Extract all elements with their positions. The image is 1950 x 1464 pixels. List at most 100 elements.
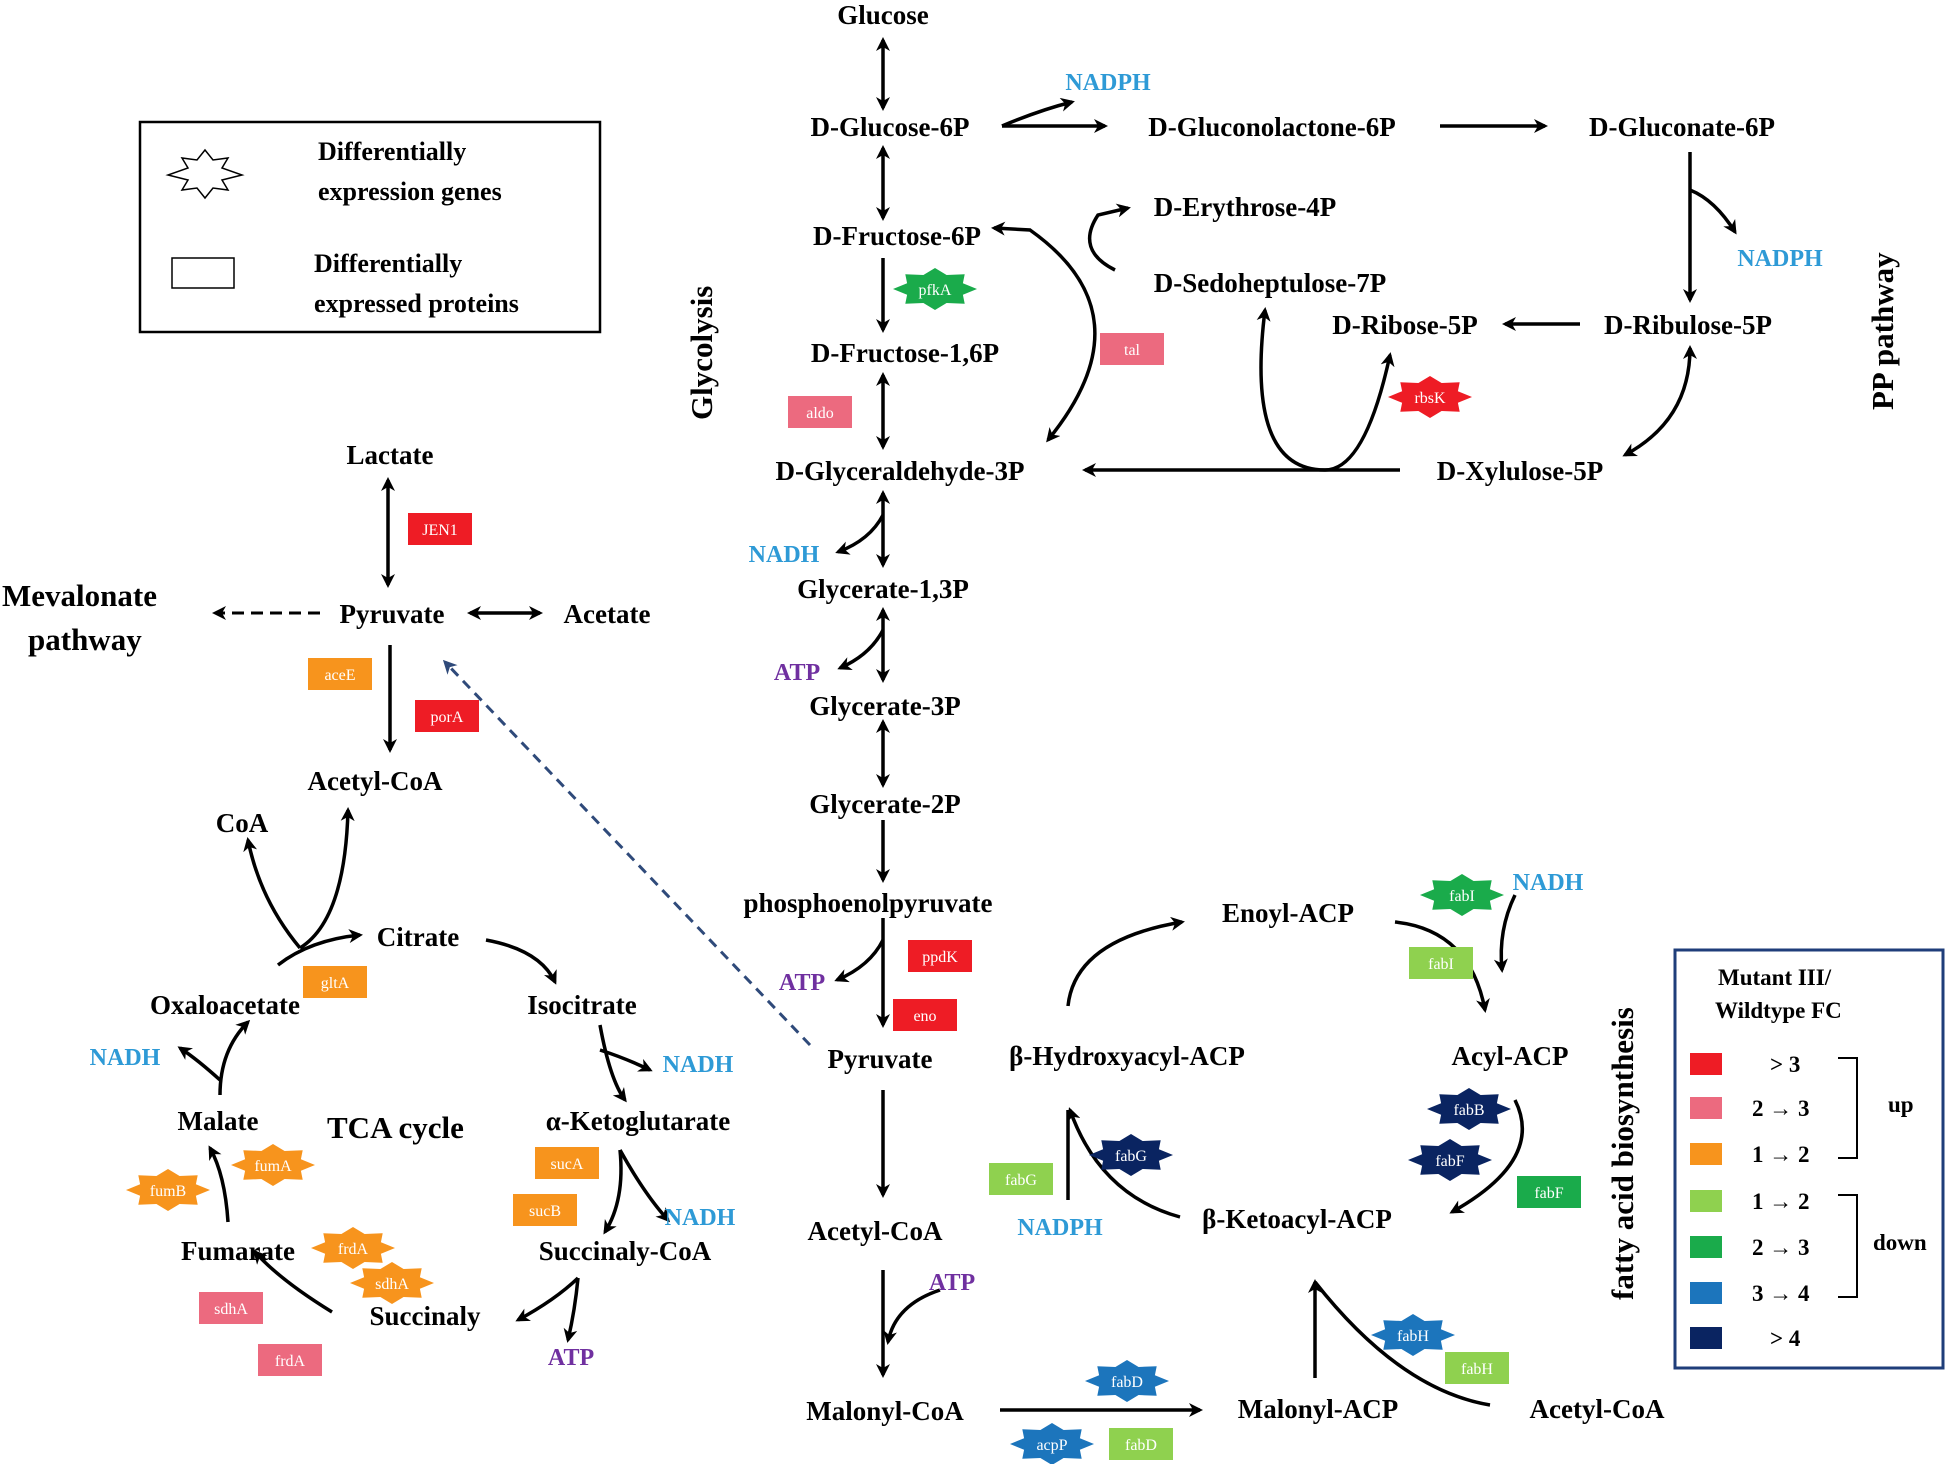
gene-tag-fabF2: fabF <box>1517 1176 1581 1208</box>
fa-biosynthesis-label: fatty acid biosynthesis <box>1605 1007 1640 1300</box>
met-coa: CoA <box>216 808 269 838</box>
met-e4p: D-Erythrose-4P <box>1154 192 1336 222</box>
met-glucose: Glucose <box>837 0 929 30</box>
met-gap: D-Glyceraldehyde-3P <box>776 456 1025 486</box>
gene-tag-fabB: fabB <box>1427 1088 1511 1130</box>
gene-tag-rbsK: rbsK <box>1388 376 1472 418</box>
gene-tag-sdhA1: sdhA <box>350 1262 434 1304</box>
fc-row-2: 2 → 3 <box>1752 1096 1810 1121</box>
glycolysis-label: Glycolysis <box>684 286 719 420</box>
gene-label-fabF2: fabF <box>1534 1185 1563 1202</box>
gene-tag-pfkA: pfkA <box>893 268 977 310</box>
gene-star-fabB <box>1427 1088 1511 1130</box>
met-fumarate: Fumarate <box>181 1236 295 1266</box>
protein-rect-sucB <box>513 1194 577 1226</box>
protein-rect-sdhA2 <box>199 1292 263 1324</box>
met-aketoglutarate: α-Ketoglutarate <box>546 1106 731 1136</box>
met-ru5p: D-Ribulose-5P <box>1604 310 1772 340</box>
cof-atp-2: ATP <box>779 970 825 996</box>
gene-label-porA: porA <box>431 709 464 726</box>
gene-label-frdA1: frdA <box>338 1241 369 1258</box>
gene-tag-aceE: aceE <box>308 658 372 690</box>
gene-star-pfkA <box>893 268 977 310</box>
fc-row-5: 2 → 3 <box>1752 1235 1810 1260</box>
fc-title-l2: Wildtype FC <box>1715 998 1842 1023</box>
pp-pathway-label: PP pathway <box>1865 252 1900 410</box>
gene-tag-gltA: gltA <box>303 966 367 998</box>
gene-star-fabG1 <box>1089 1134 1173 1176</box>
swatch-down-1to2 <box>1690 1190 1722 1212</box>
met-gn6p: D-Gluconate-6P <box>1589 112 1775 142</box>
gene-tag-frdA2: frdA <box>258 1344 322 1376</box>
legend-genes-l1: Differentially <box>318 137 466 166</box>
cof-nadh-5: NADH <box>665 1205 736 1231</box>
swatch-up-2to3 <box>1690 1097 1722 1119</box>
met-g13p: Glycerate-1,3P <box>797 574 969 604</box>
gene-label-fabI1: fabI <box>1449 888 1475 905</box>
met-enoyl-acp: Enoyl-ACP <box>1222 898 1354 928</box>
gene-tag-fumA: fumA <box>231 1144 315 1186</box>
met-acetylcoa-3: Acetyl-CoA <box>1530 1394 1665 1424</box>
gene-label-tal: tal <box>1124 342 1141 359</box>
protein-rect-frdA2 <box>258 1344 322 1376</box>
met-g6p: D-Glucose-6P <box>811 112 970 142</box>
met-citrate: Citrate <box>377 922 459 952</box>
mevalonate-l1: Mevalonate <box>2 578 157 613</box>
met-malonylacp: Malonyl-ACP <box>1238 1394 1398 1424</box>
reaction-arrows <box>177 37 1737 1417</box>
fc-title-l1: Mutant III/ <box>1718 965 1832 990</box>
fc-row-4: 1 → 2 <box>1752 1189 1810 1214</box>
protein-rect-fabD2 <box>1109 1428 1173 1460</box>
gene-label-sucB: sucB <box>529 1203 561 1220</box>
met-malate: Malate <box>178 1106 259 1136</box>
fc-row-3: 1 → 2 <box>1752 1142 1810 1167</box>
gene-tag-fabI1: fabI <box>1420 874 1504 916</box>
gene-tag-fabI2: fabI <box>1409 947 1473 979</box>
gene-star-acpP <box>1010 1423 1094 1464</box>
met-acyl-acp: Acyl-ACP <box>1452 1041 1569 1071</box>
fc-row-1: > 3 <box>1770 1052 1800 1077</box>
fc-legend: Mutant III/ Wildtype FC > 3 2 → 3 1 → 2 … <box>1673 948 1945 1370</box>
gene-label-fumB: fumB <box>150 1183 186 1200</box>
gene-label-pfkA: pfkA <box>919 282 952 299</box>
gene-label-frdA2: frdA <box>275 1353 306 1370</box>
gene-label-aldo: aldo <box>806 405 834 422</box>
fc-down: down <box>1873 1230 1927 1255</box>
gene-star-fabI1 <box>1420 874 1504 916</box>
gene-label-JEN1: JEN1 <box>422 522 458 539</box>
gene-label-aceE: aceE <box>324 667 355 684</box>
gene-label-gltA: gltA <box>321 975 350 992</box>
protein-rect-tal <box>1100 333 1164 365</box>
cof-nadh-4: NADH <box>663 1052 734 1078</box>
swatch-down-2to3 <box>1690 1236 1722 1258</box>
met-lactate: Lactate <box>347 440 434 470</box>
gene-label-fabD2: fabD <box>1125 1437 1157 1454</box>
met-succinalycoa: Succinaly-CoA <box>539 1236 712 1266</box>
cof-nadph-3: NADPH <box>1017 1215 1103 1241</box>
fc-row-6: 3 → 4 <box>1752 1281 1810 1306</box>
gene-label-fabG1: fabG <box>1115 1148 1147 1165</box>
legend-genes-l2: expression genes <box>318 177 502 206</box>
cofactors: NADPH NADPH NADPH NADH NADH NADH NADH NA… <box>90 70 1823 1371</box>
met-ketoacyl-acp: β-Ketoacyl-ACP <box>1202 1204 1392 1234</box>
gene-label-fabD1: fabD <box>1111 1374 1143 1391</box>
met-acetylcoa-1: Acetyl-CoA <box>308 766 443 796</box>
met-isocitrate: Isocitrate <box>527 990 636 1020</box>
gene-label-acpP: acpP <box>1036 1437 1067 1454</box>
gene-star-fabH1 <box>1371 1314 1455 1356</box>
gene-tag-fabH2: fabH <box>1445 1352 1509 1384</box>
mevalonate-l2: pathway <box>28 622 142 657</box>
gene-label-ppdK: ppdK <box>922 949 958 966</box>
cof-nadph-2: NADPH <box>1737 246 1823 272</box>
gene-tags: pfkAtalaldorbsKppdKenoJEN1aceEporAgltAsu… <box>126 268 1581 1464</box>
gene-tag-fumB: fumB <box>126 1169 210 1211</box>
fc-row-7: > 4 <box>1770 1326 1801 1351</box>
protein-rect-ppdK <box>908 940 972 972</box>
gene-star-fabF1 <box>1408 1139 1492 1181</box>
gene-tag-acpP: acpP <box>1010 1423 1094 1464</box>
gene-tag-frdA1: frdA <box>311 1227 395 1269</box>
gene-label-fabH2: fabH <box>1461 1361 1493 1378</box>
gene-tag-fabG1: fabG <box>1089 1134 1173 1176</box>
gene-tag-JEN1: JEN1 <box>408 513 472 545</box>
